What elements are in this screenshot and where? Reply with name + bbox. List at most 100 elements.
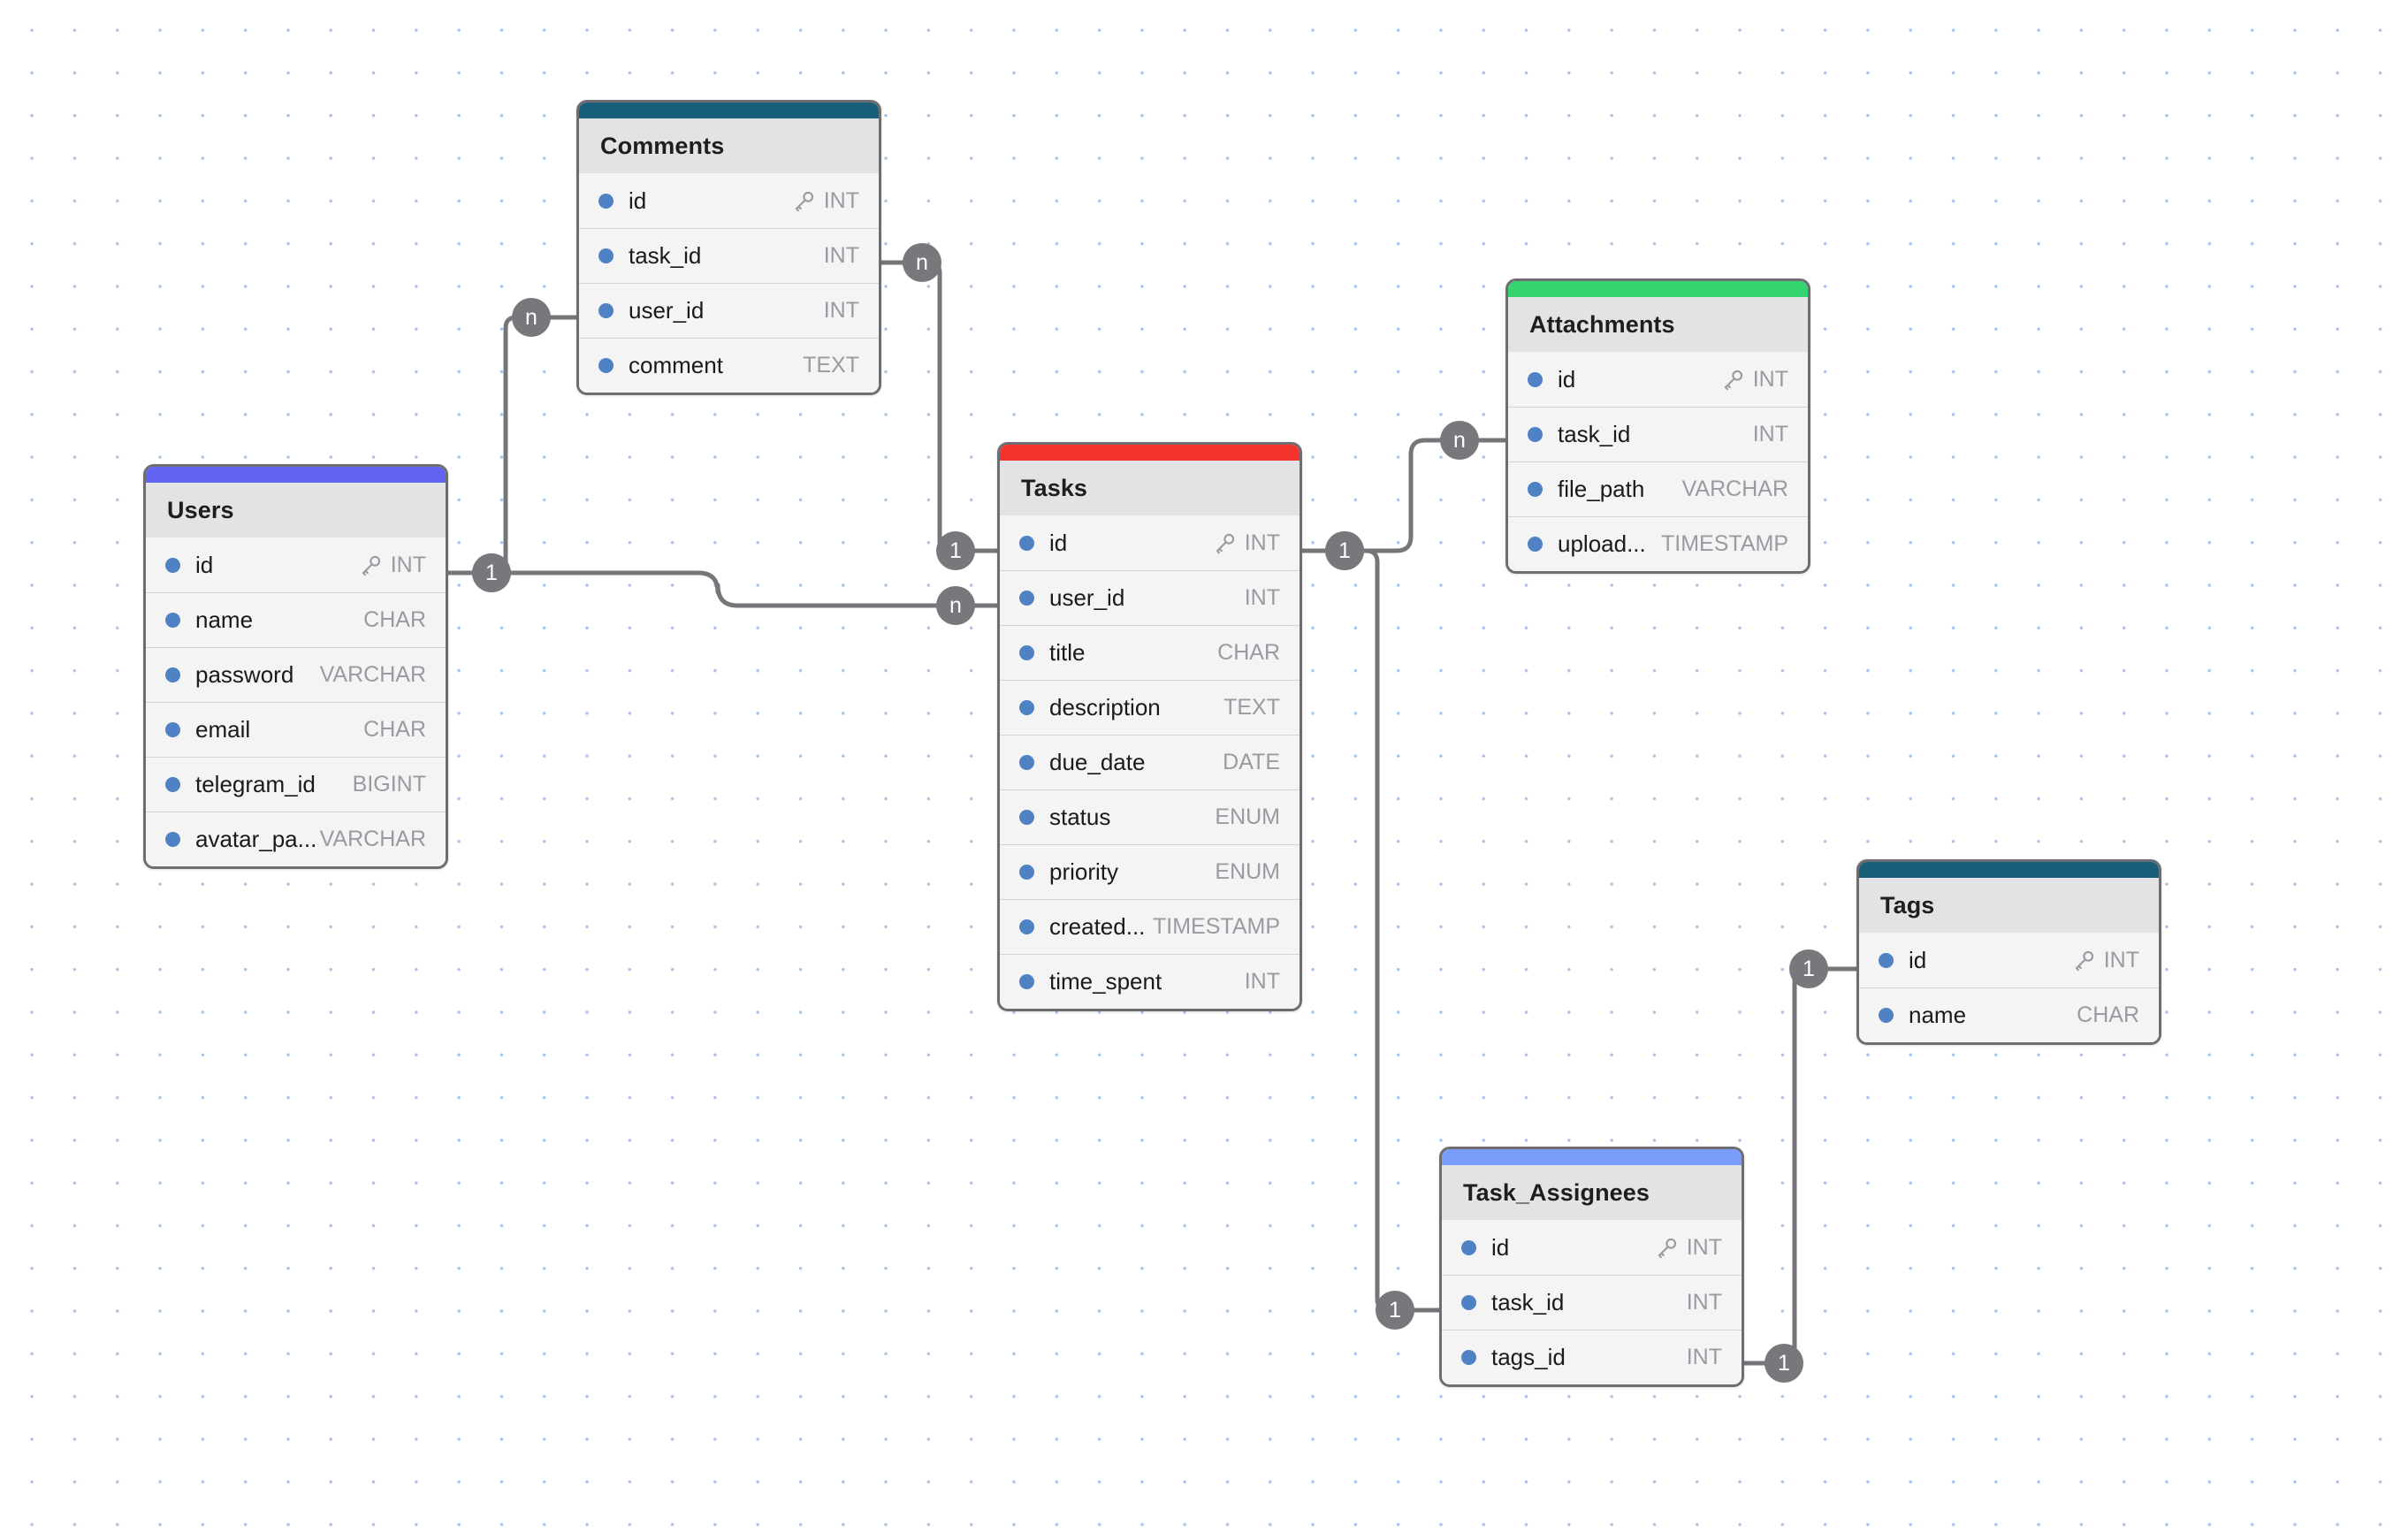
field-name: avatar_pa... xyxy=(195,826,317,852)
table-field-row[interactable]: avatar_pa...VARCHAR xyxy=(146,812,446,866)
cardinality-badge[interactable]: 1 xyxy=(1789,949,1828,988)
cardinality-badge[interactable]: 1 xyxy=(472,553,511,592)
cardinality-badge[interactable]: n xyxy=(512,298,551,337)
field-name: due_date xyxy=(1049,749,1146,775)
field-type: INT xyxy=(1752,422,1788,446)
table-field-row[interactable]: priority ENUM xyxy=(1000,844,1300,899)
field-name: email xyxy=(195,716,251,743)
table-title: Tasks xyxy=(1000,461,1300,515)
field-type: ENUM xyxy=(1215,804,1280,829)
field-type: TIMESTAMP xyxy=(1153,914,1280,939)
field-type: INT xyxy=(1686,1345,1722,1369)
table-title: Users xyxy=(146,483,446,537)
cardinality-badge[interactable]: 1 xyxy=(1765,1344,1803,1383)
table-field-row[interactable]: due_date DATE xyxy=(1000,735,1300,789)
field-type: CHAR xyxy=(2077,1003,2139,1027)
field-bullet-icon xyxy=(1019,865,1034,880)
field-meta: INT xyxy=(2072,948,2139,973)
table-field-row[interactable]: upload... TIMESTAMP xyxy=(1508,516,1808,571)
field-meta: TEXT xyxy=(803,353,859,378)
field-type: INT xyxy=(823,243,859,268)
field-meta: INT xyxy=(1687,1290,1722,1315)
field-name: name xyxy=(195,606,254,633)
field-meta: VARCHAR xyxy=(1682,476,1788,502)
primary-key-icon xyxy=(795,191,813,211)
field-type: TIMESTAMP xyxy=(1661,531,1788,556)
relationship-edge-users-tasks xyxy=(446,570,1000,608)
field-name: priority xyxy=(1049,858,1119,885)
table-field-row[interactable]: created...TIMESTAMP xyxy=(1000,899,1300,954)
relationship-edge-tasks-task_assignees xyxy=(1300,548,1442,1313)
field-meta: ENUM xyxy=(1215,859,1280,885)
table-field-row[interactable]: name CHAR xyxy=(1859,987,2159,1042)
cardinality-badge[interactable]: n xyxy=(1440,421,1479,460)
field-meta: INT xyxy=(359,553,426,578)
cardinality-badge[interactable]: 1 xyxy=(1376,1291,1414,1330)
field-type: INT xyxy=(1244,530,1280,555)
field-name: password xyxy=(195,661,294,688)
cardinality-badge[interactable]: n xyxy=(903,243,941,282)
table-field-row[interactable]: user_id INT xyxy=(1000,570,1300,625)
cardinality-badge[interactable]: n xyxy=(936,586,975,625)
field-bullet-icon xyxy=(1019,974,1034,989)
field-meta: INT xyxy=(1753,422,1788,447)
field-bullet-icon xyxy=(598,358,614,373)
cardinality-badge[interactable]: 1 xyxy=(936,531,975,570)
table-accent-bar xyxy=(1508,281,1808,297)
field-bullet-icon xyxy=(598,193,614,209)
field-bullet-icon xyxy=(1528,537,1543,552)
field-bullet-icon xyxy=(1528,427,1543,442)
field-name: description xyxy=(1049,694,1161,720)
field-meta: VARCHAR xyxy=(320,662,426,688)
field-type: INT xyxy=(1686,1290,1722,1315)
field-meta: INT xyxy=(1245,585,1280,611)
field-bullet-icon xyxy=(165,613,180,628)
field-meta: DATE xyxy=(1223,750,1280,775)
field-bullet-icon xyxy=(165,722,180,737)
field-type: VARCHAR xyxy=(319,662,426,687)
field-name: upload... xyxy=(1558,530,1646,557)
field-name: title xyxy=(1049,639,1086,666)
field-type: ENUM xyxy=(1215,859,1280,884)
primary-key-icon xyxy=(1724,370,1742,390)
field-bullet-icon xyxy=(1019,535,1034,551)
table-field-row[interactable]: email CHAR xyxy=(146,702,446,757)
table-accent-bar xyxy=(146,467,446,483)
field-meta: ENUM xyxy=(1215,804,1280,830)
primary-key-icon xyxy=(362,555,380,576)
table-field-row[interactable]: password VARCHAR xyxy=(146,647,446,702)
cardinality-badge[interactable]: 1 xyxy=(1325,531,1364,570)
field-meta: BIGINT xyxy=(353,772,426,797)
field-name: name xyxy=(1909,1002,1967,1028)
field-name: user_id xyxy=(1049,584,1125,611)
field-type: CHAR xyxy=(363,717,426,742)
field-meta: CHAR xyxy=(2077,1003,2139,1028)
field-type: INT xyxy=(1752,366,1788,392)
